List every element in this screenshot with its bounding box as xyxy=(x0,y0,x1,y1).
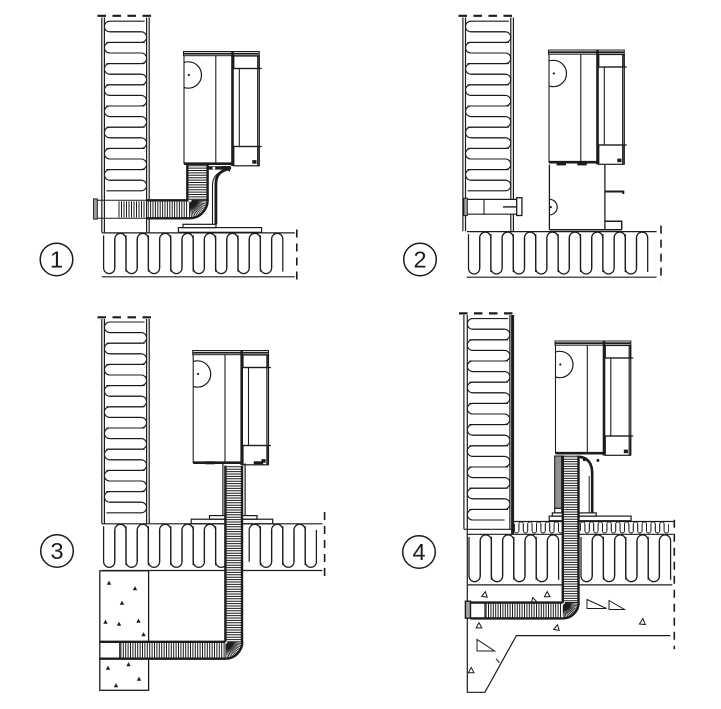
svg-text:2: 2 xyxy=(413,247,426,273)
svg-text:4: 4 xyxy=(412,539,425,565)
svg-text:1: 1 xyxy=(50,247,63,273)
svg-text:3: 3 xyxy=(50,538,63,564)
